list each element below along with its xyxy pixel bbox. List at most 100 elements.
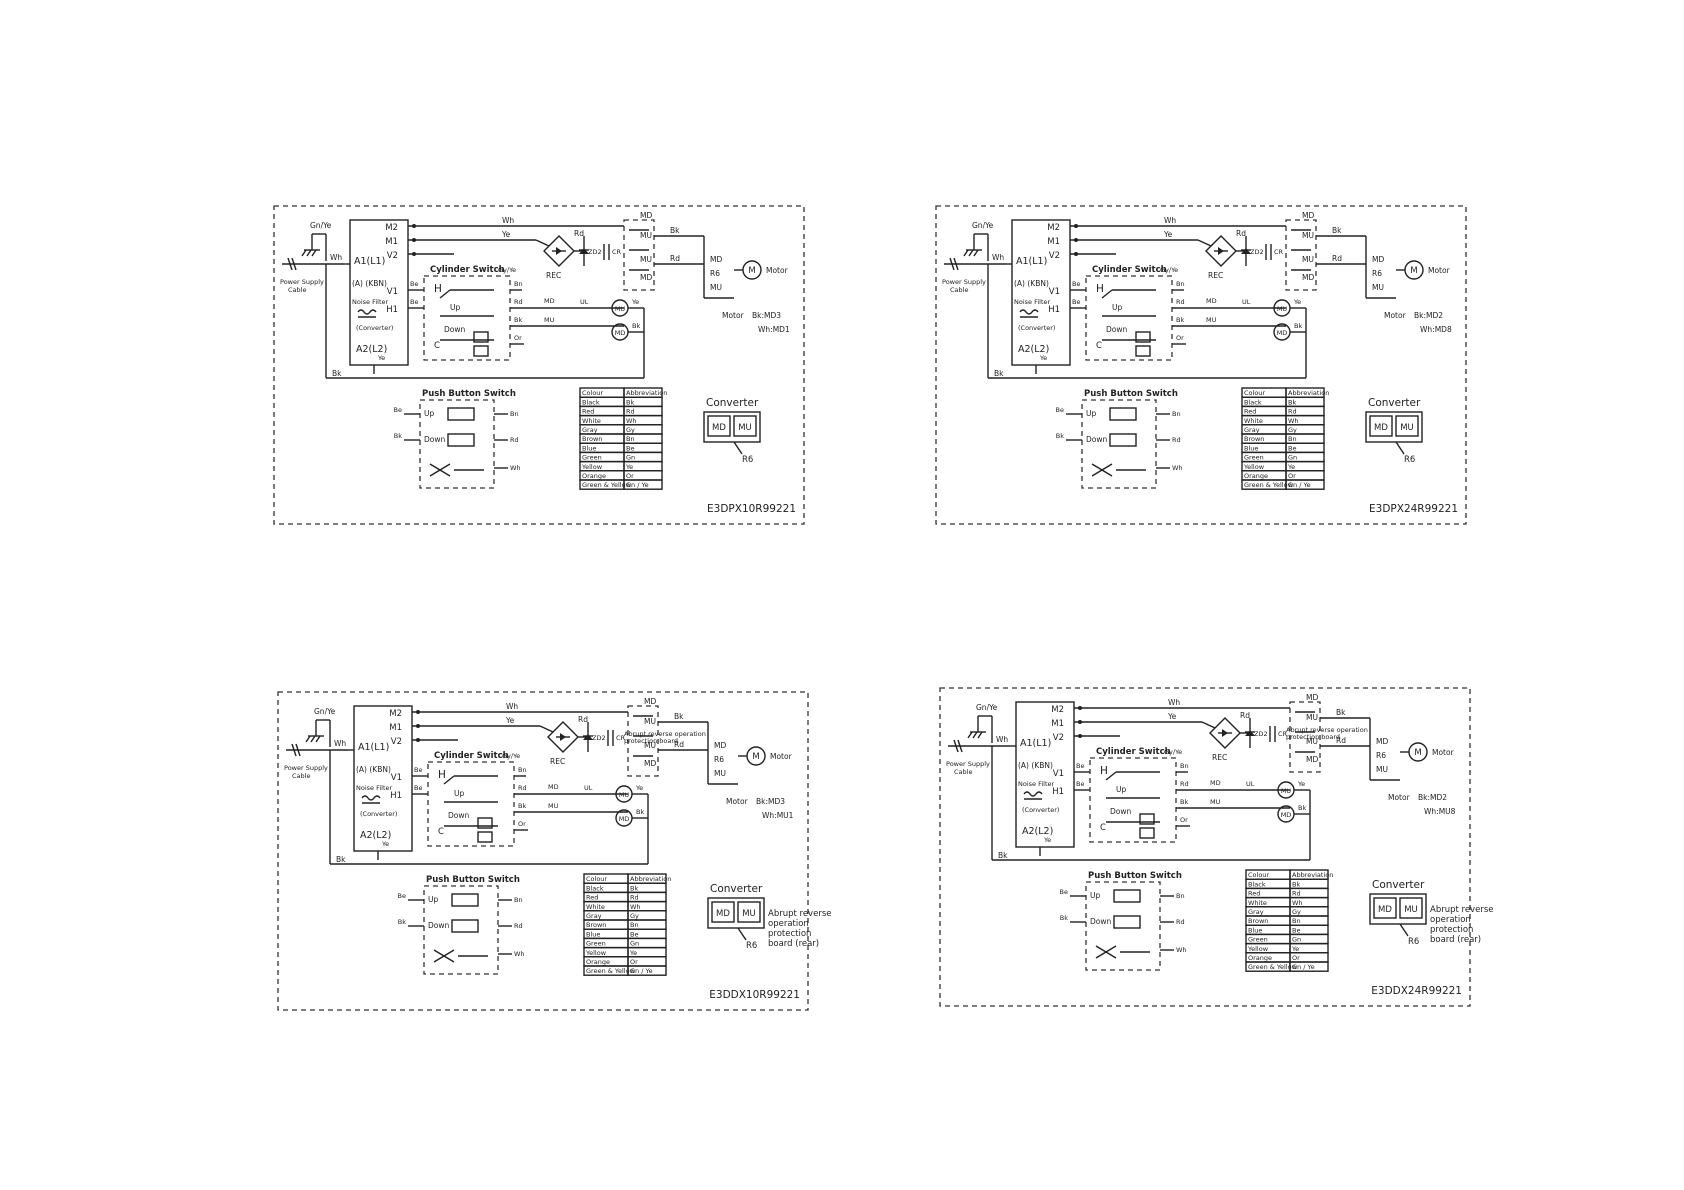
terminal-h1: H1	[1048, 305, 1060, 315]
converter-mu: MU	[1404, 905, 1418, 915]
table-cell: Green & Yellow	[586, 967, 636, 975]
relay-mu-label: MU	[544, 316, 555, 324]
abrupt-board-title-1: Abrupt reverse operation	[624, 730, 706, 738]
converter-md: MD	[712, 423, 726, 433]
cylinder-switch-up: Up	[454, 789, 464, 798]
table-cell: Yellow	[581, 463, 603, 471]
table-cell: Green	[586, 940, 606, 948]
terminal-v2: V2	[391, 737, 402, 747]
motor-bk-note: Bk:MD3	[752, 311, 781, 320]
cyl-out-or: Or	[518, 820, 526, 828]
cylinder-switch-box	[423, 275, 511, 361]
drawing-code: E3DDX24R99221	[1371, 985, 1462, 997]
relay-mu-label: MU	[1206, 316, 1217, 324]
table-cell: Ye	[1287, 463, 1295, 471]
cr-label: CR	[616, 734, 626, 742]
pbs-in-bk: Bk	[398, 918, 406, 926]
contactor-out-label-1: Bk	[674, 712, 684, 721]
brake-mu-label: MU	[1372, 283, 1384, 292]
table-cell-frame	[623, 479, 663, 490]
power-supply-cable-label: Cable	[954, 768, 972, 776]
cyl-out-bn: Bn	[1176, 280, 1185, 288]
terminal-m1: M1	[385, 237, 398, 247]
terminal-a2: A2(L2)	[356, 344, 387, 355]
drawing-code: E3DDX10R99221	[709, 989, 800, 1001]
table-cell: Wh	[1292, 899, 1303, 907]
cylinder-switch-h: H	[434, 283, 442, 295]
table-cell: Gn / Ye	[1292, 963, 1315, 971]
table-cell: Orange	[1248, 954, 1272, 962]
cylinder-switch-up: Up	[1116, 785, 1126, 794]
abrupt-note-3: protection	[1430, 925, 1473, 935]
supply-wire-label: Wh	[992, 253, 1004, 262]
table-header: Colour	[1244, 389, 1265, 397]
converter-md: MD	[1378, 905, 1392, 915]
contactor-mu-bottom: MU	[1302, 255, 1314, 264]
terminal-h1: H1	[386, 305, 398, 315]
contactor-mu-bottom: MU	[644, 741, 656, 750]
ul-label: UL	[584, 784, 593, 792]
m2-wire-label: Wh	[506, 702, 518, 711]
noise-filter-label: Noise Filter	[352, 298, 389, 306]
brake-md-label: MD	[1376, 737, 1388, 746]
pbs-out-wh: Wh	[1172, 464, 1183, 472]
brake-r6-label: R6	[1376, 751, 1386, 760]
table-cell: Gy	[630, 912, 639, 920]
relay-bk-label: Bk	[1298, 804, 1306, 812]
diagram-panel-4: Gn/Ye Power Supply Cable Wh Bk A1(L1) (A…	[939, 687, 1493, 1007]
converter-r6: R6	[1404, 455, 1415, 465]
contactor-md-top: MD	[640, 211, 652, 220]
pbs-down-label: Down	[1090, 917, 1111, 926]
contactor-md-bottom: MD	[1302, 273, 1314, 282]
cylinder-switch-down: Down	[1106, 325, 1127, 334]
converter-r6: R6	[1408, 937, 1419, 947]
table-cell: Gn / Ye	[630, 967, 653, 975]
push-button-switch-box	[419, 399, 495, 489]
contactor-mu-bottom: MU	[640, 255, 652, 264]
motor-symbol-label: M	[1410, 266, 1417, 276]
relay-ye-label-1: Ye	[631, 298, 639, 306]
contactor-out-label-2: Rd	[670, 254, 680, 263]
drawing-code: E3DPX24R99221	[1369, 503, 1458, 515]
cyl-out-bk: Bk	[1176, 316, 1184, 324]
table-cell: Ye	[1291, 945, 1299, 953]
contactor-md-top: MD	[1302, 211, 1314, 220]
m1-wire-label: Ye	[1167, 712, 1177, 721]
converter-title: Converter	[1368, 397, 1421, 409]
power-supply-label: Power Supply	[280, 278, 324, 286]
contactor-out-label-1: Bk	[1332, 226, 1342, 235]
table-header: Abbreviation	[626, 389, 667, 397]
cylinder-switch-c: C	[1100, 823, 1106, 833]
terminal-m1: M1	[389, 723, 402, 733]
contactor-out-label-2: Rd	[1336, 736, 1346, 745]
a2-wire-label: Ye	[1039, 354, 1047, 362]
noise-filter-label: Noise Filter	[1014, 298, 1051, 306]
earth-label: Gn/Ye	[310, 221, 332, 230]
converter-mu: MU	[1400, 423, 1414, 433]
table-cell: Red	[1248, 890, 1260, 898]
earth-symbol	[963, 233, 989, 261]
m1-wire-label: Ye	[501, 230, 511, 239]
terminal-m1: M1	[1047, 237, 1060, 247]
converter-sub-label: (Converter)	[1018, 324, 1055, 332]
converter-drawing	[1365, 411, 1423, 443]
pbs-out-rd: Rd	[1176, 918, 1185, 926]
terminal-a2: A2(L2)	[1022, 826, 1053, 837]
table-cell: Orange	[1244, 472, 1268, 480]
pbs-down-label: Down	[428, 921, 449, 930]
push-button-switch-title: Push Button Switch	[1088, 871, 1182, 881]
motor-bk-note: Bk:MD3	[756, 797, 785, 806]
pbs-down-label: Down	[1086, 435, 1107, 444]
contactor-md-top: MD	[1306, 693, 1318, 702]
table-cell-frame	[627, 965, 667, 976]
pbs-in-bk: Bk	[1060, 914, 1068, 922]
converter-sub-label: (Converter)	[360, 810, 397, 818]
table-cell: Brown	[582, 435, 602, 443]
table-cell: Gy	[1288, 426, 1297, 434]
cylinder-switch-title: Cylinder Switch	[1096, 747, 1171, 757]
relay-ye-label-1: Ye	[635, 784, 643, 792]
pbs-up-label: Up	[424, 409, 434, 418]
earth-label: Gn/Ye	[314, 707, 336, 716]
